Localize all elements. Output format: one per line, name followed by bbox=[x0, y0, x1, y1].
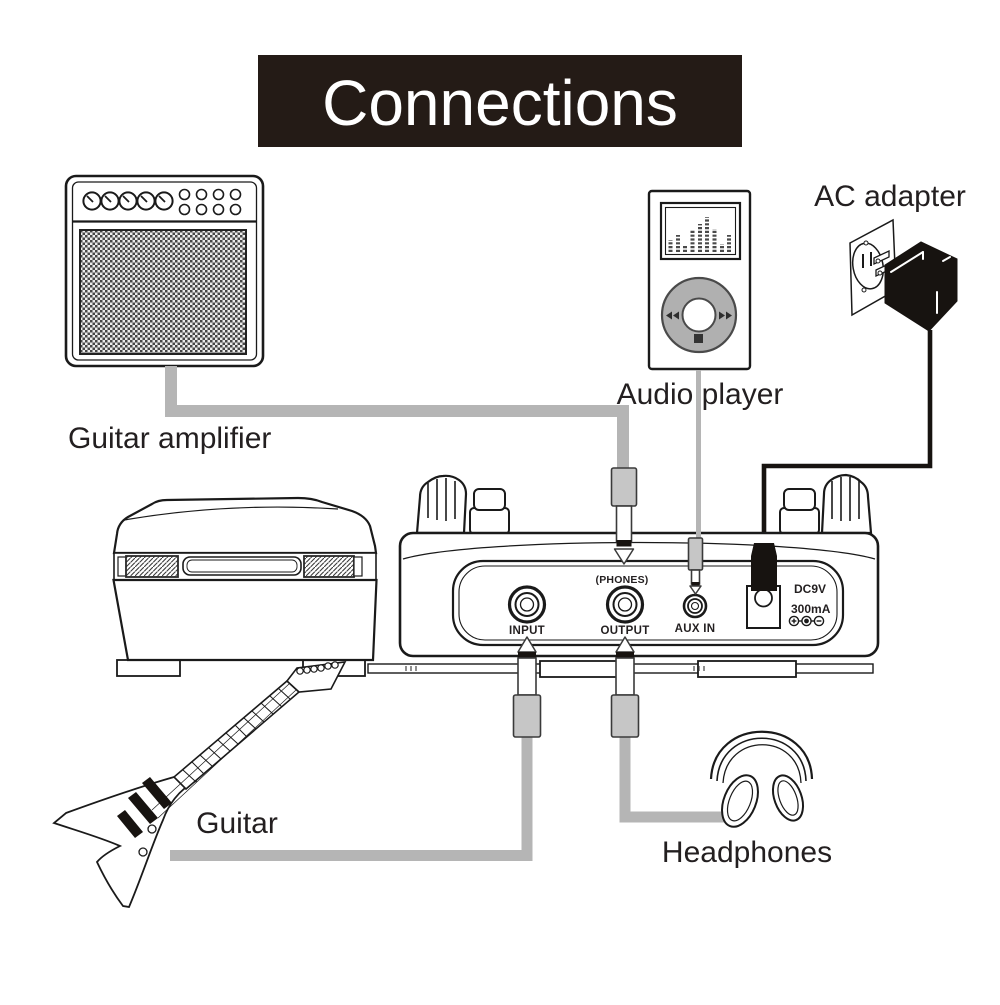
guitar-strings bbox=[151, 683, 297, 819]
rewind-icon bbox=[666, 311, 679, 320]
guitar-tuners bbox=[296, 661, 339, 675]
amp-grill bbox=[79, 229, 247, 355]
fluted-knob-left bbox=[415, 474, 468, 535]
dc9v-label: DC9V bbox=[794, 582, 826, 596]
output-plug-bottom bbox=[610, 636, 640, 738]
banner-background bbox=[258, 55, 742, 147]
expression-pedal-body bbox=[112, 578, 378, 662]
output-jack: (PHONES) OUTPUT bbox=[596, 574, 650, 637]
treadle-grip-left bbox=[125, 555, 179, 578]
aux-in-label: AUX IN bbox=[675, 623, 716, 635]
guitar-label: Guitar bbox=[196, 807, 278, 840]
cables bbox=[165, 366, 738, 861]
amp-cable bbox=[165, 366, 629, 469]
polarity-icon bbox=[788, 615, 825, 627]
adapter-body bbox=[884, 241, 958, 332]
audio-player-illustration bbox=[647, 189, 752, 371]
headphones-illustration bbox=[709, 730, 814, 828]
output-label: OUTPUT bbox=[600, 625, 649, 637]
adapter-highlights bbox=[890, 251, 951, 314]
pedal-illustration: INPUT (PHONES) OUTPUT AUX IN DC9V 300 bbox=[112, 473, 880, 678]
guitar-amplifier-label: Guitar amplifier bbox=[68, 422, 271, 455]
ac-adapter-illustration bbox=[761, 218, 958, 546]
fast-forward-icon bbox=[719, 311, 732, 320]
title-banner: Connections bbox=[258, 55, 742, 147]
phones-label: (PHONES) bbox=[596, 574, 649, 586]
dc-plug bbox=[751, 543, 777, 591]
guitar-illustration bbox=[52, 661, 347, 909]
aux-plug bbox=[687, 537, 704, 595]
input-plug-bottom bbox=[512, 636, 542, 738]
base-vents bbox=[405, 666, 705, 671]
player-click-wheel bbox=[660, 276, 738, 354]
fluted-knob-right bbox=[820, 473, 873, 535]
input-jack: INPUT bbox=[507, 585, 547, 637]
small-knob-right bbox=[779, 507, 820, 535]
dc-jack: DC9V 300mA bbox=[746, 582, 831, 629]
aux-in-jack: AUX IN bbox=[675, 593, 716, 635]
guitar-cable bbox=[170, 736, 533, 861]
page-title: Connections bbox=[322, 67, 678, 139]
power-cord bbox=[761, 330, 933, 546]
guitar-amplifier-illustration bbox=[64, 174, 265, 368]
plugs bbox=[512, 467, 777, 738]
headphones-cable bbox=[619, 736, 738, 823]
dc-current-label: 300mA bbox=[791, 602, 831, 616]
output-plug-top bbox=[610, 467, 638, 565]
audio-player-label: Audio player bbox=[617, 378, 784, 411]
left-earcup bbox=[721, 774, 759, 828]
guitar-body bbox=[52, 770, 198, 909]
pedal-knobs bbox=[415, 473, 873, 535]
small-knob-left bbox=[469, 507, 510, 535]
player-equalizer-bars bbox=[668, 217, 731, 252]
stop-icon bbox=[694, 334, 703, 343]
input-label: INPUT bbox=[509, 625, 545, 637]
ac-adapter-label: AC adapter bbox=[814, 180, 966, 213]
right-earcup bbox=[771, 774, 805, 822]
guitar-pickups bbox=[117, 777, 172, 838]
treadle-grip-right bbox=[303, 555, 355, 578]
jack-panel: INPUT (PHONES) OUTPUT AUX IN DC9V 300 bbox=[451, 559, 845, 647]
headphones-label: Headphones bbox=[662, 836, 832, 869]
amp-knobs bbox=[82, 188, 242, 216]
device-labels: Guitar amplifier Audio player AC adapter… bbox=[68, 180, 966, 869]
expression-pedal bbox=[112, 496, 378, 662]
